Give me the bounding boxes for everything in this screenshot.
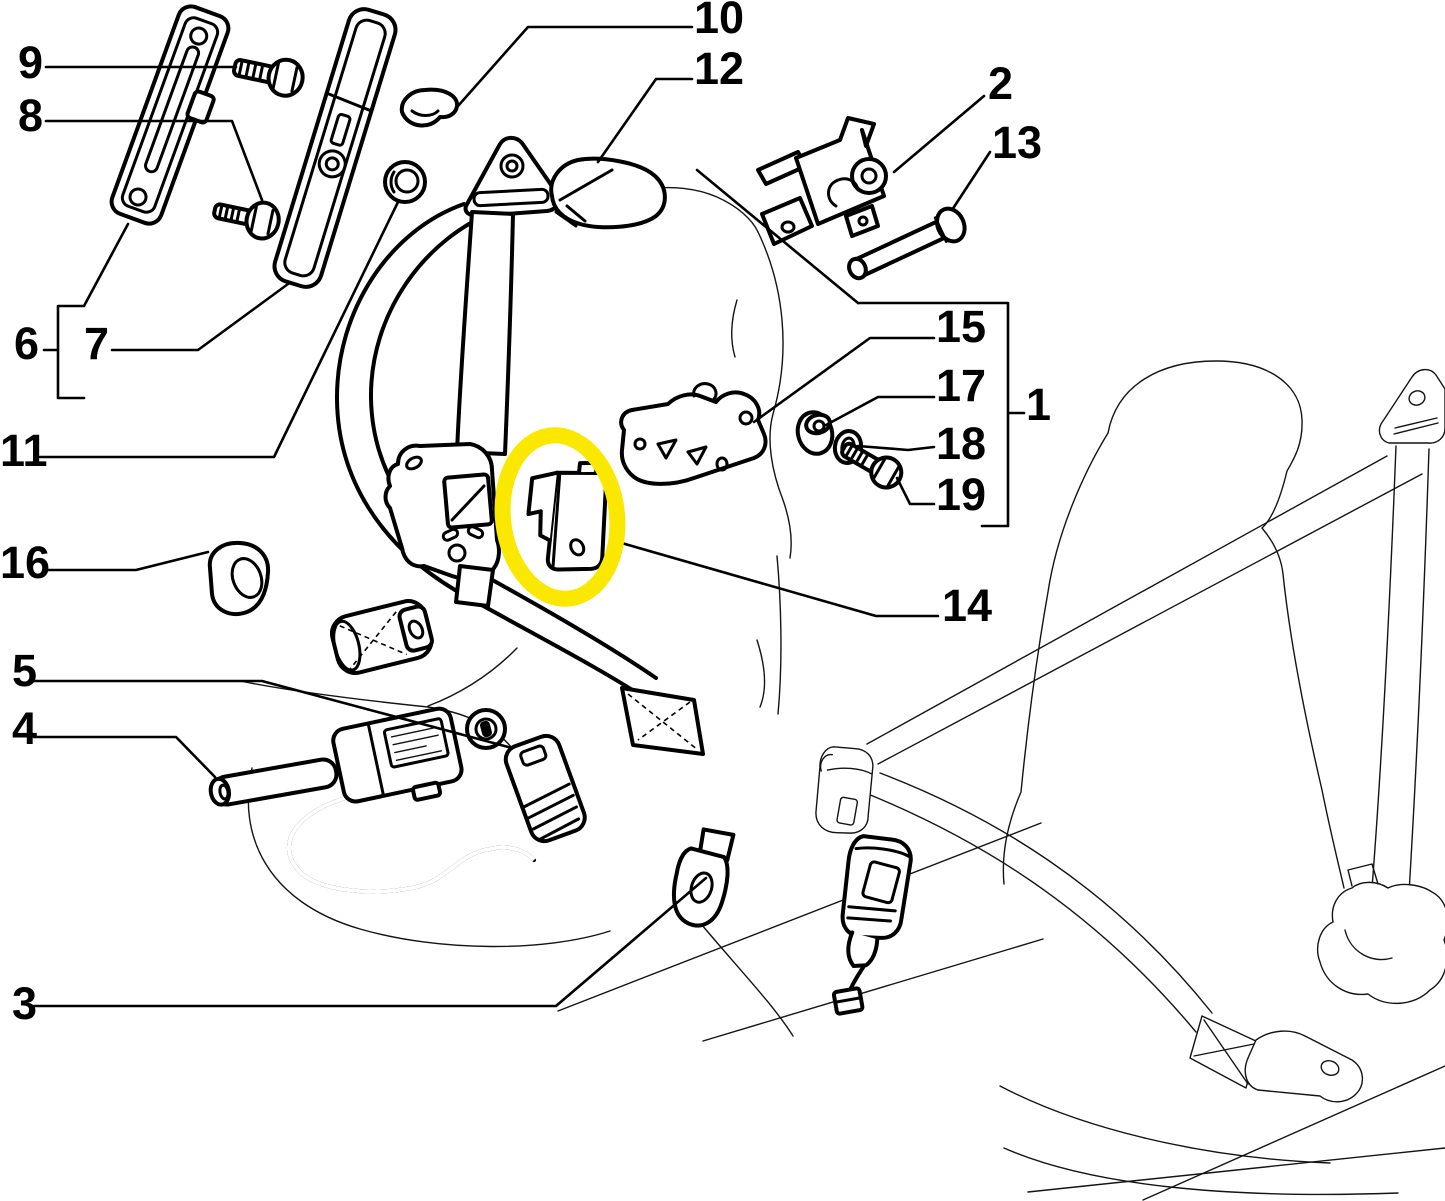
part-bracket-upper — [756, 116, 888, 246]
part-bolt-lower — [212, 200, 281, 241]
part-buckle-assembly — [208, 706, 587, 894]
part-pretensioner-buckle — [831, 834, 913, 1016]
belt-vertical-strap — [455, 210, 515, 456]
callout-10: 10 — [694, 0, 744, 43]
highlight-ellipse — [494, 427, 626, 607]
part-retractor — [383, 442, 501, 608]
part-belt-webbing — [334, 202, 705, 756]
part-bolt-upper — [232, 57, 305, 98]
callout-13: 13 — [992, 117, 1042, 168]
leader-lines — [32, 25, 1026, 1008]
part-cover-triangular — [549, 156, 667, 230]
part-nut — [795, 410, 835, 456]
callout-2: 2 — [988, 58, 1013, 109]
part-upper-anchor — [463, 135, 561, 218]
callout-14: 14 — [942, 580, 992, 631]
callout-9: 9 — [18, 37, 43, 88]
callout-4: 4 — [12, 703, 37, 754]
part-bracket-side — [619, 382, 768, 486]
part-grommet — [383, 160, 427, 204]
part-cap-small-line — [410, 109, 440, 117]
callout-7: 7 — [84, 318, 109, 369]
part-spool-anchor — [329, 599, 434, 675]
callout-17: 17 — [936, 360, 986, 411]
callout-18: 18 — [936, 418, 986, 469]
callout-labels: 9 8 6 7 11 16 5 4 3 10 12 2 13 15 17 18 … — [0, 0, 1051, 1029]
callout-6: 6 — [14, 318, 39, 369]
part-cap-plug — [207, 540, 271, 616]
belt-stitched-loop — [620, 686, 705, 756]
part-latch-tongue — [672, 827, 736, 928]
callout-11: 11 — [0, 425, 48, 476]
background-seat-sketch-center — [239, 186, 1044, 1042]
part-cap-small — [399, 87, 459, 128]
part-adjuster-cover — [272, 7, 398, 289]
part-bolt-long — [847, 206, 967, 281]
assembled-seatbelt-sketch — [815, 368, 1445, 1103]
callout-19: 19 — [936, 469, 986, 520]
callout-1: 1 — [1026, 379, 1051, 430]
callout-3: 3 — [12, 978, 37, 1029]
callout-8: 8 — [18, 90, 43, 141]
part-bolt-short — [840, 441, 904, 490]
callout-5: 5 — [12, 645, 37, 696]
background-seat-sketch-right — [999, 360, 1445, 1201]
part-height-adjuster — [109, 4, 231, 226]
callout-12: 12 — [694, 43, 744, 94]
callout-16: 16 — [0, 537, 50, 588]
callout-15: 15 — [936, 301, 986, 352]
